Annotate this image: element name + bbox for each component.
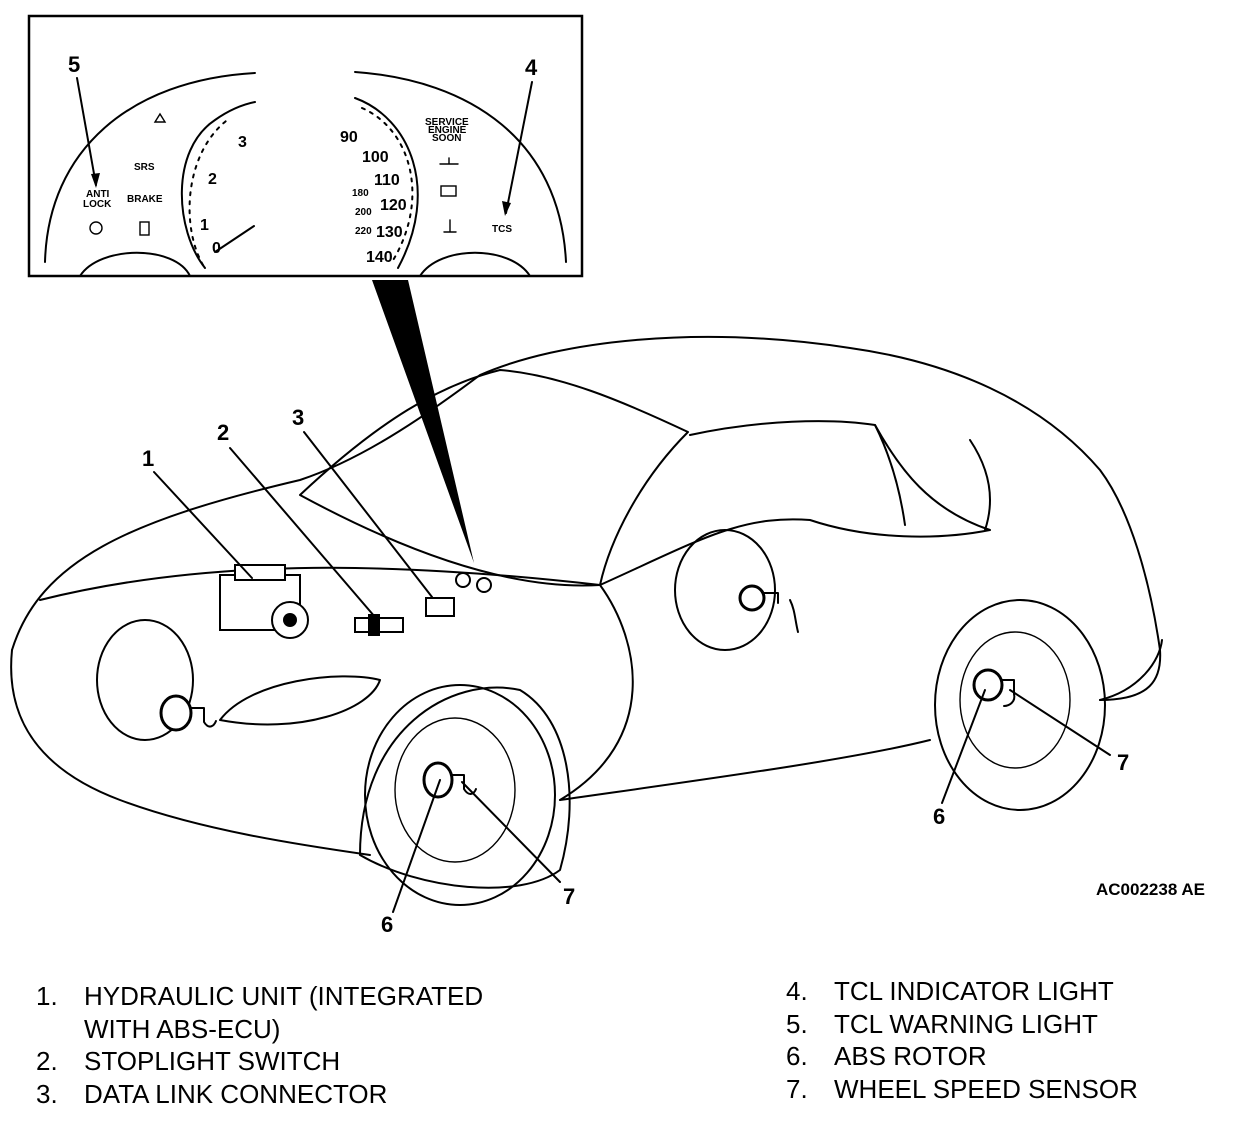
inset-leader bbox=[372, 280, 474, 563]
legend-item: 6. ABS ROTOR bbox=[786, 1040, 1226, 1073]
legend-item: 3. DATA LINK CONNECTOR bbox=[36, 1078, 556, 1111]
figure-code: AC002238 AE bbox=[1096, 880, 1205, 899]
anti-lock-text-line2: LOCK bbox=[83, 199, 112, 210]
front-near-sensor bbox=[422, 761, 477, 799]
legend-text: DATA LINK CONNECTOR bbox=[84, 1078, 388, 1109]
speed-tick-140: 140 bbox=[366, 249, 393, 266]
speed-tick-110: 110 bbox=[374, 172, 400, 189]
speed-tick-120: 120 bbox=[380, 197, 407, 214]
temp-tick-220: 220 bbox=[355, 226, 372, 237]
service-engine-text-line3: SOON bbox=[432, 133, 461, 144]
temp-tick-200: 200 bbox=[355, 207, 372, 218]
stoplight-switch bbox=[354, 614, 404, 636]
abs-tcl-component-diagram: SRS BRAKE ANTI LOCK SERVICE ENGINE SOON … bbox=[10, 14, 1163, 937]
callout-5: 5 bbox=[68, 52, 80, 77]
tach-tick-0: 0 bbox=[212, 240, 221, 257]
legend-number: 6. bbox=[786, 1041, 808, 1071]
tcs-indicator-text: TCS bbox=[492, 224, 512, 235]
callout-6-front: 6 bbox=[381, 912, 393, 937]
service-engine-text-line1: SERVICE bbox=[425, 117, 469, 128]
legend-right: 4. TCL INDICATOR LIGHT 5. TCL WARNING LI… bbox=[786, 975, 1226, 1105]
callout-7-rear: 7 bbox=[1117, 750, 1129, 775]
legend-number: 4. bbox=[786, 976, 808, 1006]
legend-number: 3. bbox=[36, 1078, 58, 1109]
anti-lock-text-line1: ANTI bbox=[86, 189, 110, 200]
tach-tick-1: 1 bbox=[200, 217, 209, 234]
callout-3: 3 bbox=[292, 405, 304, 430]
speed-tick-100: 100 bbox=[362, 149, 389, 166]
legend-text: WHEEL SPEED SENSOR bbox=[834, 1073, 1138, 1104]
legend-text: ABS ROTOR bbox=[834, 1041, 987, 1071]
front-far-sensor bbox=[159, 694, 217, 732]
hydraulic-unit bbox=[219, 564, 309, 639]
service-engine-text-line2: ENGINE bbox=[428, 125, 467, 136]
temp-tick-180: 180 bbox=[352, 188, 369, 199]
legend-text: TCL INDICATOR LIGHT bbox=[834, 976, 1114, 1006]
legend-item: 7. WHEEL SPEED SENSOR bbox=[786, 1073, 1226, 1106]
car-outline bbox=[10, 336, 1163, 906]
legend-text: STOPLIGHT SWITCH bbox=[84, 1046, 341, 1076]
legend-number: 1. bbox=[36, 981, 58, 1011]
legend-number: 2. bbox=[36, 1046, 58, 1076]
tach-tick-2: 2 bbox=[208, 171, 217, 188]
legend-number: 5. bbox=[786, 1008, 808, 1039]
legend-left: 1. HYDRAULIC UNIT (INTEGRATED WITH ABS-E… bbox=[36, 980, 556, 1110]
legend-item: 2. STOPLIGHT SWITCH bbox=[36, 1045, 556, 1078]
brake-indicator-text: BRAKE bbox=[127, 194, 163, 205]
srs-indicator-text: SRS bbox=[134, 162, 155, 173]
callout-1: 1 bbox=[142, 446, 154, 471]
rear-far-sensor bbox=[738, 584, 799, 633]
legend-text: TCL WARNING LIGHT bbox=[834, 1008, 1098, 1039]
legend-item: 5. TCL WARNING LIGHT bbox=[786, 1008, 1226, 1041]
legend-item: 1. HYDRAULIC UNIT (INTEGRATED WITH ABS-E… bbox=[36, 980, 556, 1045]
rear-near-sensor bbox=[972, 668, 1016, 707]
legend-text: HYDRAULIC UNIT (INTEGRATED WITH ABS-ECU) bbox=[84, 981, 484, 1044]
legend-number: 7. bbox=[786, 1073, 808, 1104]
callout-2: 2 bbox=[217, 420, 229, 445]
callout-7-front: 7 bbox=[563, 884, 575, 909]
callout-6-rear: 6 bbox=[933, 804, 945, 829]
speed-tick-130: 130 bbox=[376, 224, 403, 241]
callout-4: 4 bbox=[525, 55, 538, 80]
data-link-connector bbox=[425, 597, 455, 617]
dash-indicator-lights bbox=[455, 572, 492, 593]
speed-tick-90: 90 bbox=[340, 129, 358, 146]
legend-item: 4. TCL INDICATOR LIGHT bbox=[786, 975, 1226, 1008]
instrument-cluster-inset: SRS BRAKE ANTI LOCK SERVICE ENGINE SOON … bbox=[27, 14, 584, 278]
tach-tick-3: 3 bbox=[238, 134, 247, 151]
